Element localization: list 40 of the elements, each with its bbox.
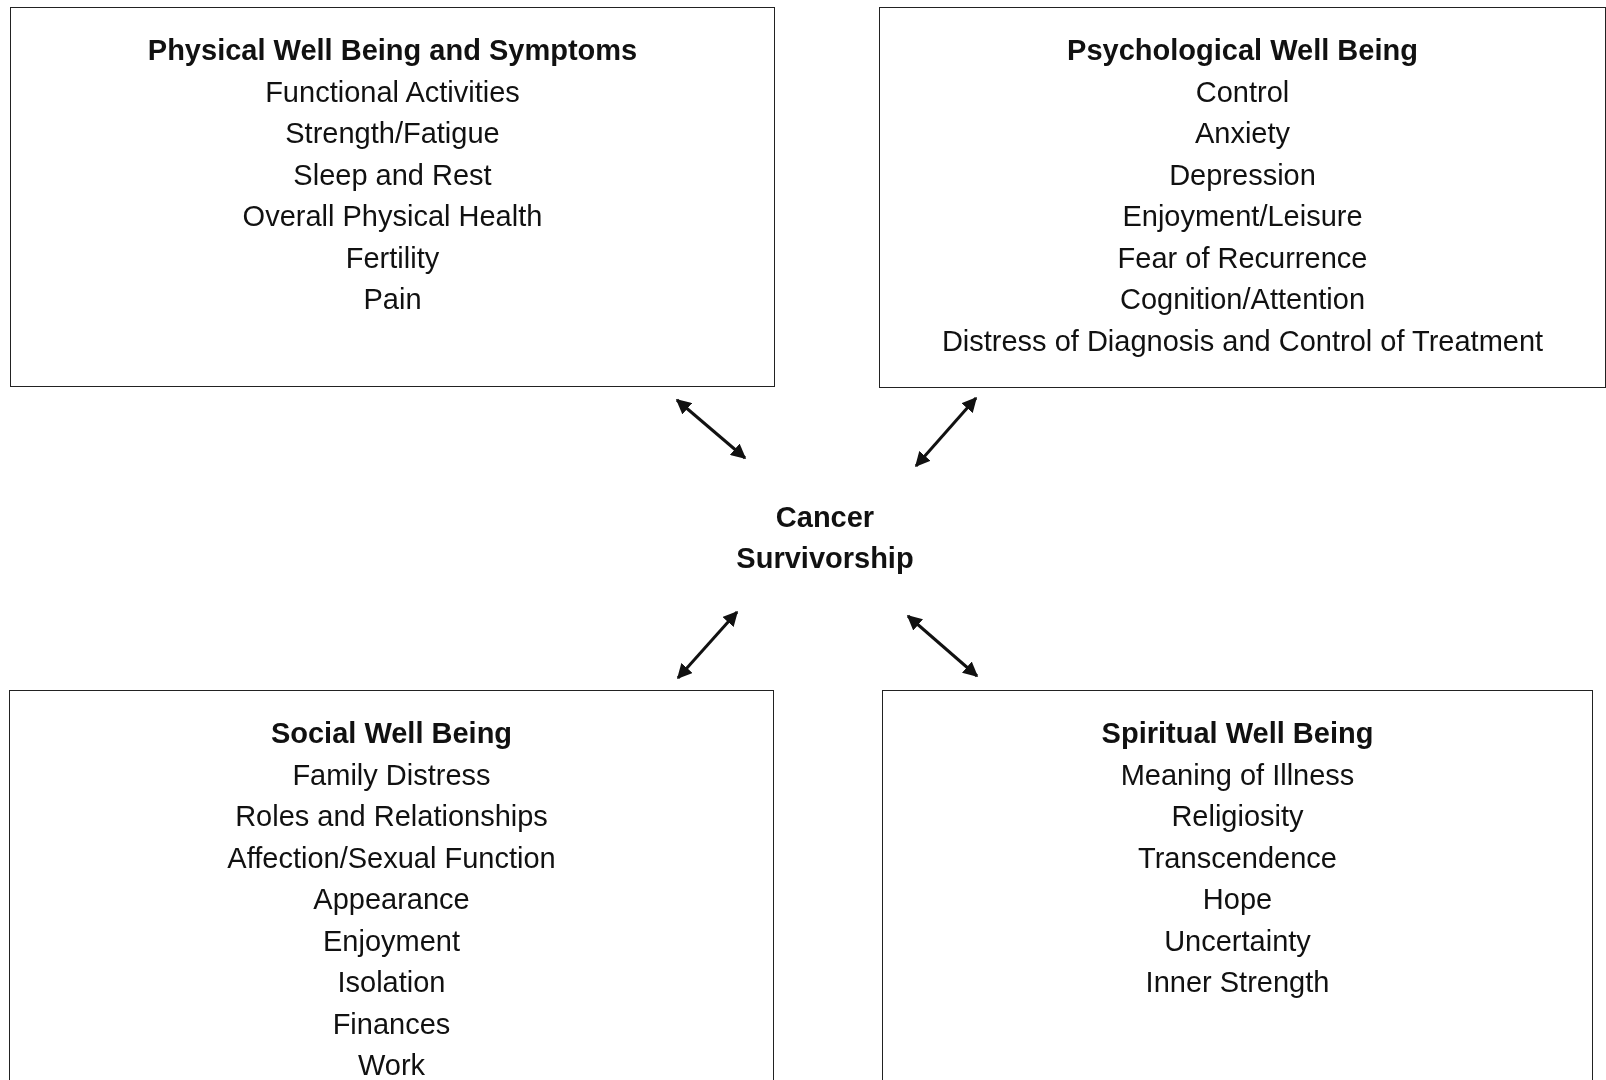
list-item: Transcendence — [1137, 840, 1338, 876]
list-item: Fertility — [344, 240, 441, 276]
list-item: Work — [356, 1048, 427, 1080]
list-item: Roles and Relationships — [234, 799, 549, 834]
double-arrow — [906, 614, 979, 678]
list-item: Enjoyment/Leisure — [1121, 199, 1364, 234]
list-item: Functional Activities — [264, 74, 521, 110]
category-box — [10, 7, 775, 387]
category-box — [9, 690, 774, 1080]
list-item: Hope — [1201, 882, 1274, 917]
double-arrow — [676, 610, 739, 680]
double-arrow — [675, 398, 747, 460]
list-item: Isolation — [336, 965, 447, 1000]
list-item: Strength/Fatigue — [284, 116, 501, 151]
list-item: Religiosity — [1170, 799, 1305, 834]
box-heading: Spiritual Well Being — [1100, 716, 1375, 751]
category-box — [882, 690, 1593, 1080]
box-heading: Social Well Being — [269, 716, 514, 751]
list-item: Appearance — [312, 882, 471, 917]
list-item: Enjoyment — [322, 923, 461, 959]
list-item: Control — [1194, 74, 1291, 110]
list-item: Finances — [331, 1006, 452, 1042]
list-item: Uncertainty — [1163, 923, 1312, 959]
list-item: Cognition/Attention — [1118, 282, 1367, 317]
double-arrow — [914, 396, 978, 468]
list-item: Depression — [1168, 157, 1317, 193]
list-item: Inner Strength — [1144, 965, 1331, 1000]
list-item: Fear of Recurrence — [1116, 240, 1369, 276]
list-item: Overall Physical Health — [241, 199, 544, 234]
list-item: Meaning of Illness — [1119, 757, 1356, 793]
list-item: Distress of Diagnosis and Control of Treatment — [940, 323, 1545, 359]
list-item: Anxiety — [1193, 116, 1292, 151]
list-item: Pain — [362, 282, 423, 317]
category-box — [879, 7, 1606, 388]
list-item: Family Distress — [291, 757, 492, 793]
box-heading: Physical Well Being and Symptoms — [146, 33, 639, 68]
box-heading: Psychological Well Being — [1066, 33, 1419, 68]
center-label: Cancer Survivorship — [735, 499, 915, 576]
list-item: Affection/Sexual Function — [226, 840, 557, 876]
list-item: Sleep and Rest — [292, 157, 493, 193]
